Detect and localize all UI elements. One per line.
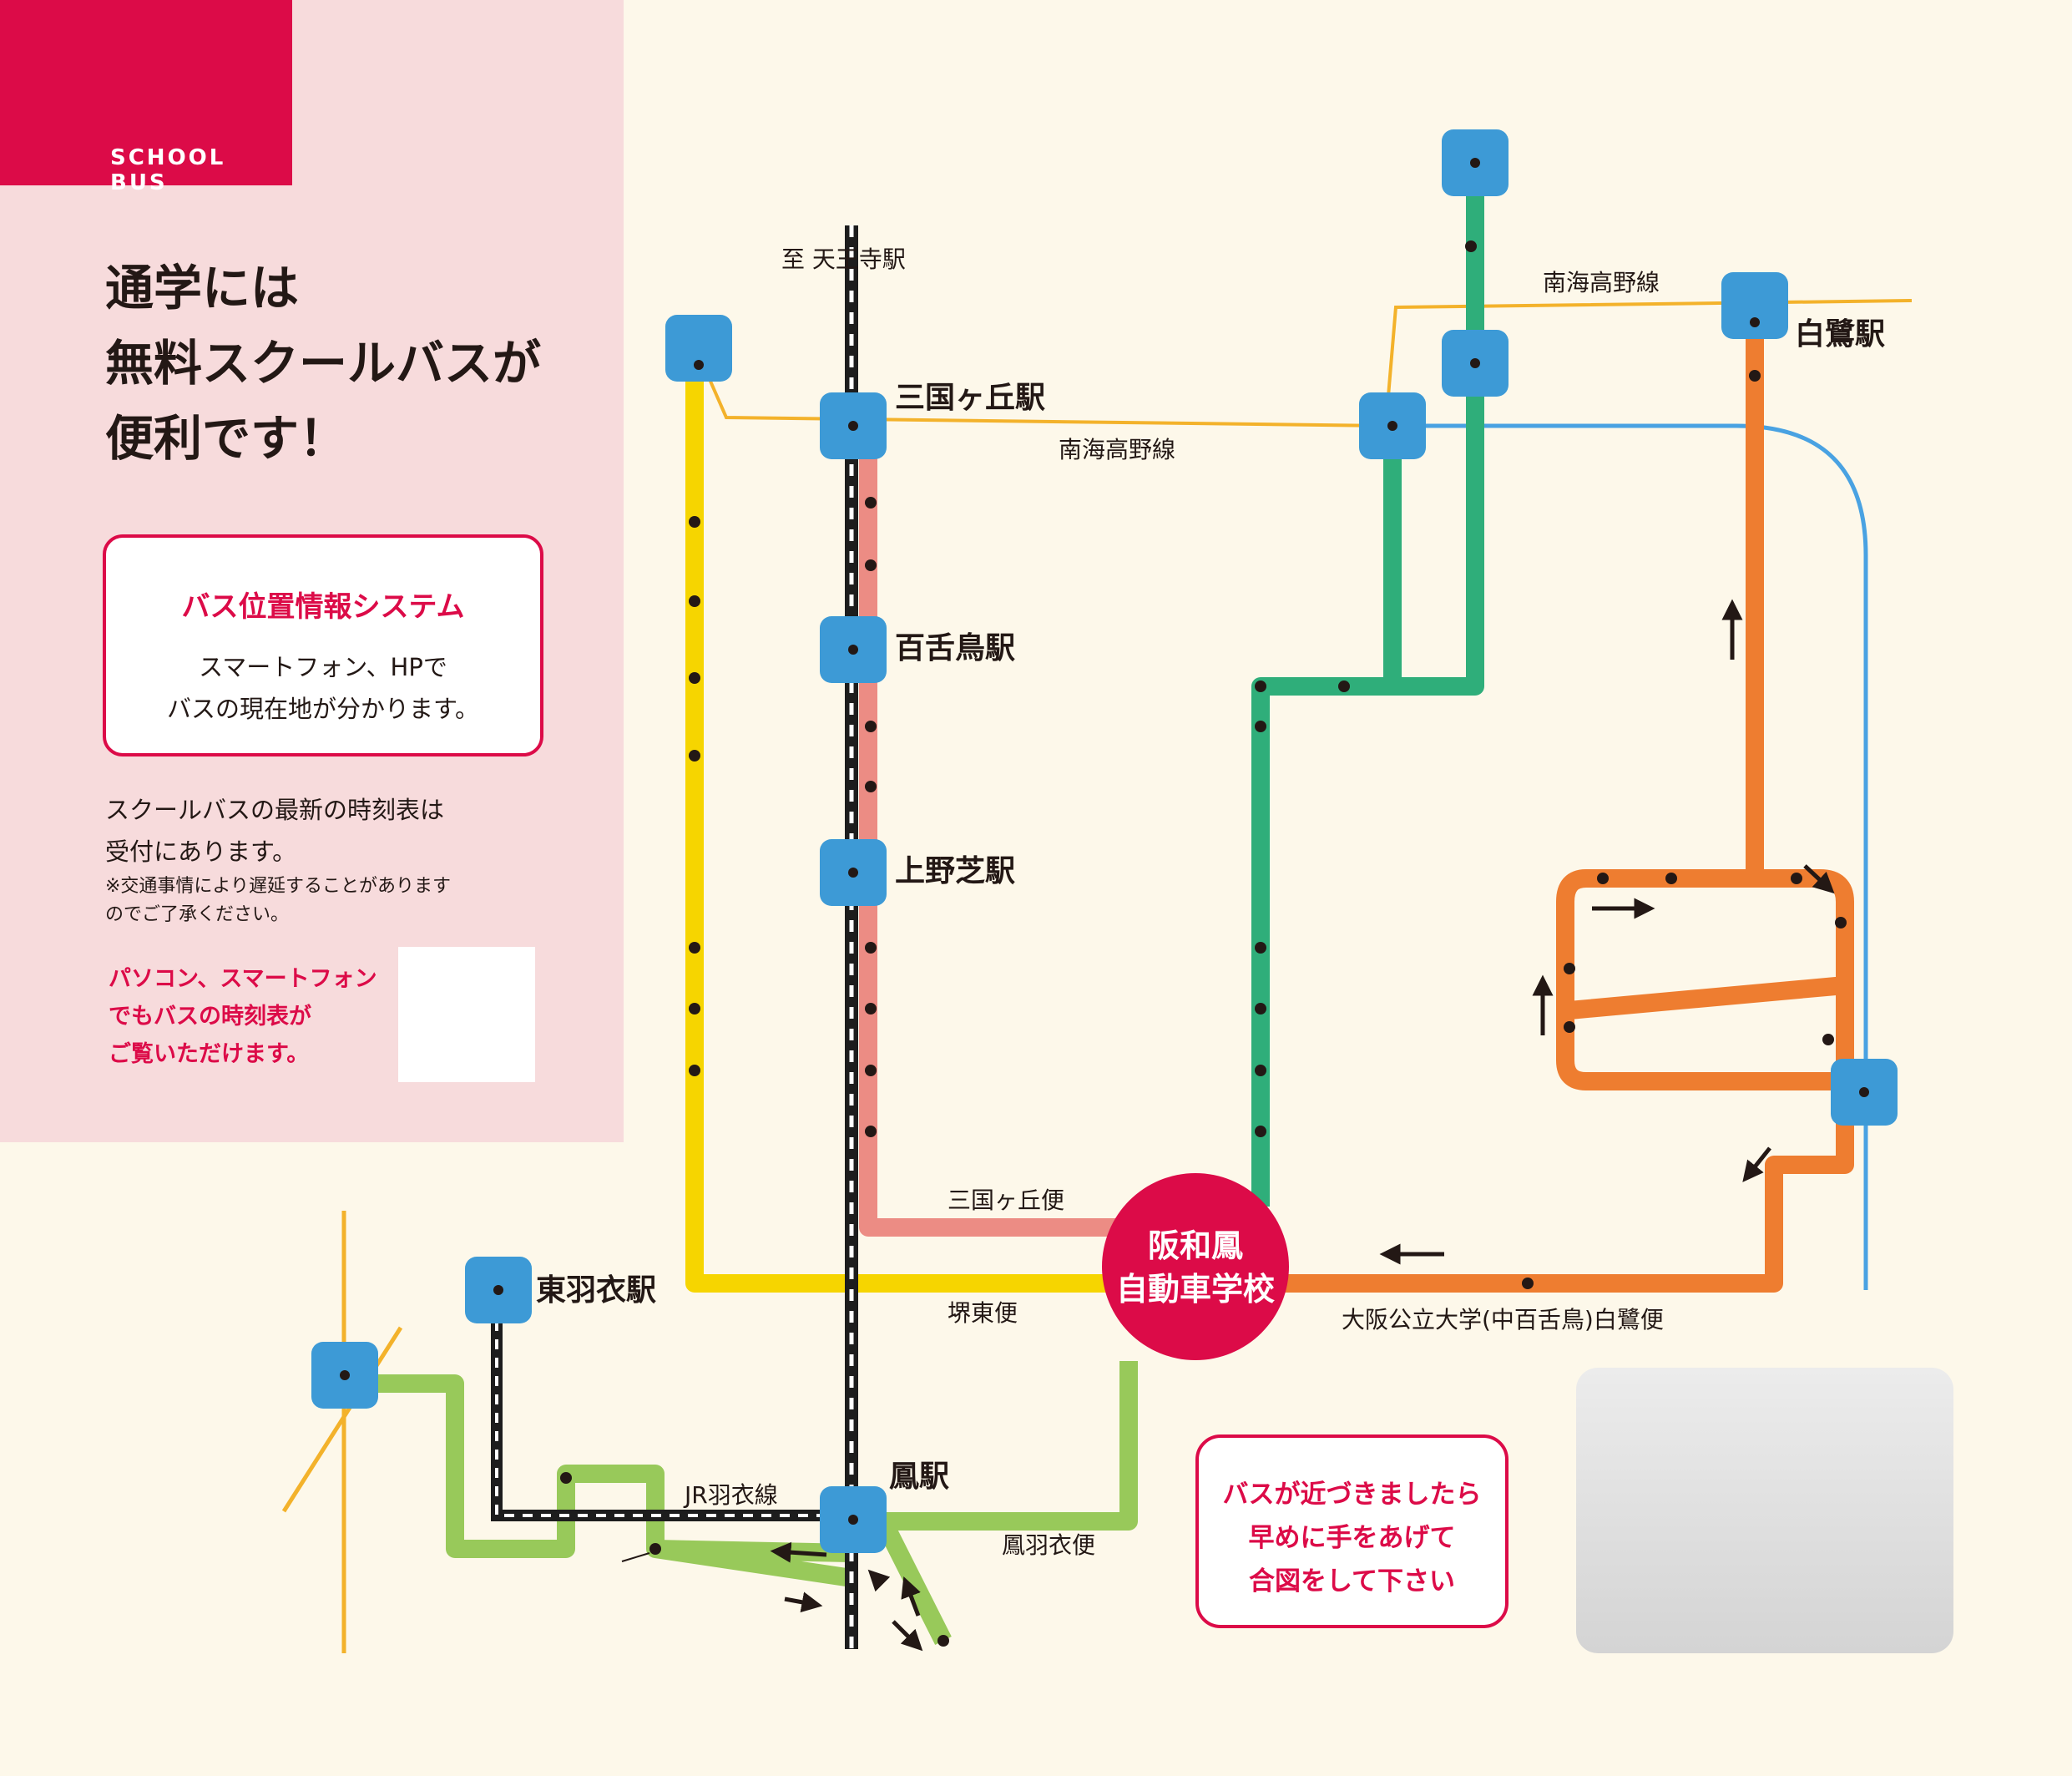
- info-panel: SCHOOL BUS 通学には 無料スクールバスが 便利です！ バス位置情報シス…: [0, 0, 624, 1142]
- web-note: パソコン、スマートフォン でもバスの時刻表が ご覧いただけます。: [109, 966, 377, 1067]
- route-sakai-higashi: [685, 351, 1160, 1293]
- instruction-bubble: バスが近づきましたら 早めに手をあげて 合図をして下さい: [1195, 1434, 1509, 1628]
- station-sakaihigashi[interactable]: [665, 315, 732, 382]
- label-route-sakaihigashi: 堺東便: [948, 1299, 1018, 1327]
- label-route-mikunigaoka: 三国ヶ丘便: [948, 1187, 1064, 1214]
- name-shirasagi: 白鷺駅: [1795, 317, 1885, 352]
- delay-note: ※交通事情により遅延することがあります のでご了承ください。: [105, 876, 451, 925]
- label-jr-hagoromo: JR羽衣線: [683, 1481, 778, 1509]
- school-bus-tag: SCHOOL BUS: [0, 0, 292, 195]
- route-university: [1281, 326, 1854, 1293]
- route-shinkanaoka: [1251, 163, 1484, 1207]
- name-mozu: 百舌鳥駅: [895, 631, 1015, 665]
- timetable-note: スクールバスの最新の時刻表は 受付にあります。: [105, 796, 445, 866]
- gps-title: バス位置情報システム: [181, 590, 465, 624]
- label-nankai-koya-2: 南海高野線: [1543, 269, 1660, 296]
- label-route-otori-hagoromo: 鳳羽衣便: [1002, 1531, 1095, 1559]
- school-marker[interactable]: [1102, 1173, 1289, 1360]
- name-higashihagoromo: 東羽衣駅: [536, 1273, 656, 1308]
- route-mikunigaoka: [859, 434, 1160, 1237]
- panel-heading: 通学には 無料スクールバスが 便利です！: [105, 260, 542, 467]
- gps-body-2: バスの現在地が分かります。: [166, 695, 480, 723]
- school-name-1: 阪和鳳: [1148, 1227, 1243, 1264]
- name-uenoshiba: 上野芝駅: [895, 854, 1015, 888]
- nankai-honsen-line: [281, 1211, 403, 1653]
- label-tennoji: 至 天王寺駅: [781, 245, 906, 273]
- station-shirasagi[interactable]: [1721, 272, 1788, 339]
- name-otori: 鳳駅: [889, 1460, 949, 1494]
- bus-photo: [1576, 1368, 1953, 1653]
- school-name-2: 自動車学校: [1116, 1271, 1275, 1308]
- name-mikunigaoka: 三国ヶ丘駅: [895, 381, 1045, 415]
- gps-body-1: スマートフォン、HPで: [199, 653, 447, 681]
- qr-code-icon[interactable]: [398, 947, 535, 1082]
- jr-hagoromo-line: [491, 1303, 839, 1521]
- gps-info-box: バス位置情報システム スマートフォン、HPで バスの現在地が分かります。: [103, 534, 543, 756]
- label-nankai-koya-1: 南海高野線: [1059, 436, 1175, 463]
- label-route-university: 大阪公立大学(中百舌鳥)白鷺便: [1342, 1306, 1664, 1333]
